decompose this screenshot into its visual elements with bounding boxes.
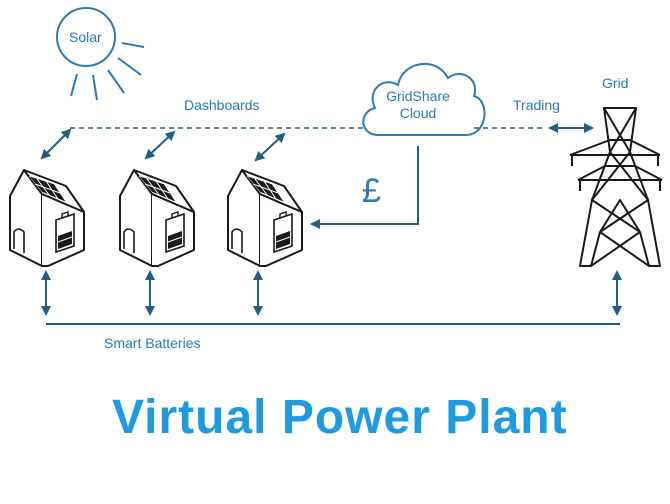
trading-label: Trading xyxy=(513,97,560,113)
solar-panel-icon xyxy=(138,175,177,203)
page-title: Virtual Power Plant xyxy=(112,391,568,444)
door-icon xyxy=(13,228,25,253)
battery-icon xyxy=(55,211,75,254)
pylon-icon xyxy=(569,107,663,267)
solar-label: Solar xyxy=(69,29,102,45)
cloud-label: GridShare Cloud xyxy=(368,88,468,122)
cloud-label-line1: GridShare xyxy=(386,88,450,104)
solar-panel-icon xyxy=(246,175,285,203)
door-icon xyxy=(123,228,135,253)
house-icon xyxy=(9,169,85,267)
double-arrow-icon xyxy=(144,130,176,160)
battery-icon xyxy=(165,211,185,254)
double-arrow-icon xyxy=(254,132,286,162)
pound-sign: £ xyxy=(362,172,381,210)
cloud-label-line2: Cloud xyxy=(399,105,437,121)
sun-icon xyxy=(56,7,145,101)
battery-arrows xyxy=(41,270,622,316)
battery-icon xyxy=(273,211,293,254)
grid-label: Grid xyxy=(602,75,629,91)
double-arrow-icon xyxy=(40,128,72,160)
smart-batteries-label: Smart Batteries xyxy=(104,335,201,351)
house-icon xyxy=(119,169,195,267)
dashboards-label: Dashboards xyxy=(184,97,260,113)
dashboard-arrows xyxy=(40,128,286,162)
door-icon xyxy=(231,228,243,253)
payment-flow-line xyxy=(310,146,419,229)
cloud-icon xyxy=(362,62,486,136)
house-icon xyxy=(227,169,303,267)
solar-panel-icon xyxy=(28,175,67,203)
